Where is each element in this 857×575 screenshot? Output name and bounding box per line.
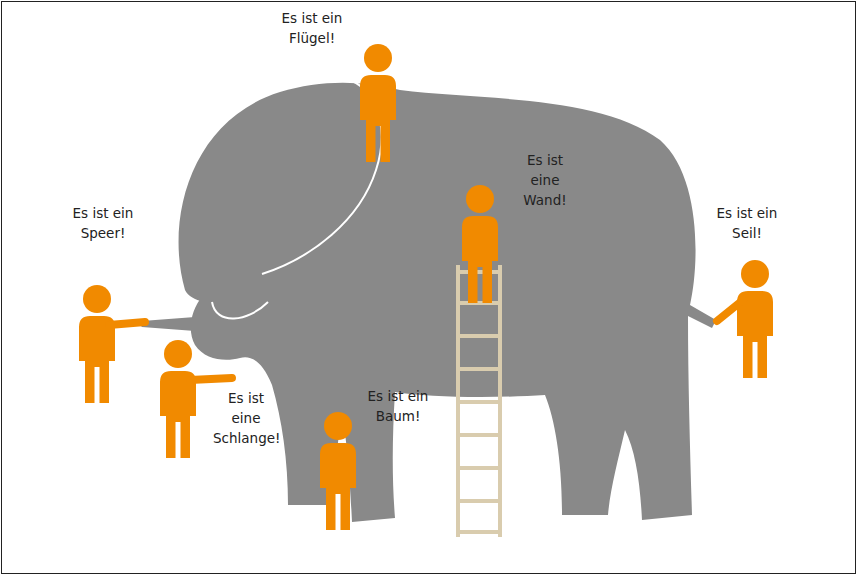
elephant-body — [179, 83, 716, 522]
ladder — [458, 265, 500, 537]
trunk-line — [212, 302, 268, 319]
speech-label: Es ist ein Speer! — [63, 203, 143, 243]
speech-label: Es ist ein Flügel! — [271, 8, 353, 48]
speech-label: Es ist eine Schlange! — [213, 388, 279, 448]
speech-label: Es ist ein Baum! — [360, 386, 436, 426]
person-tail — [717, 260, 773, 378]
person-top — [360, 44, 396, 162]
person-tusk — [79, 285, 145, 403]
speech-label: Es ist eine Wand! — [520, 150, 570, 210]
speech-label: Es ist ein Seil! — [714, 203, 780, 243]
elephant — [140, 80, 716, 522]
person-leg — [320, 412, 356, 530]
person-ladder — [462, 185, 498, 303]
